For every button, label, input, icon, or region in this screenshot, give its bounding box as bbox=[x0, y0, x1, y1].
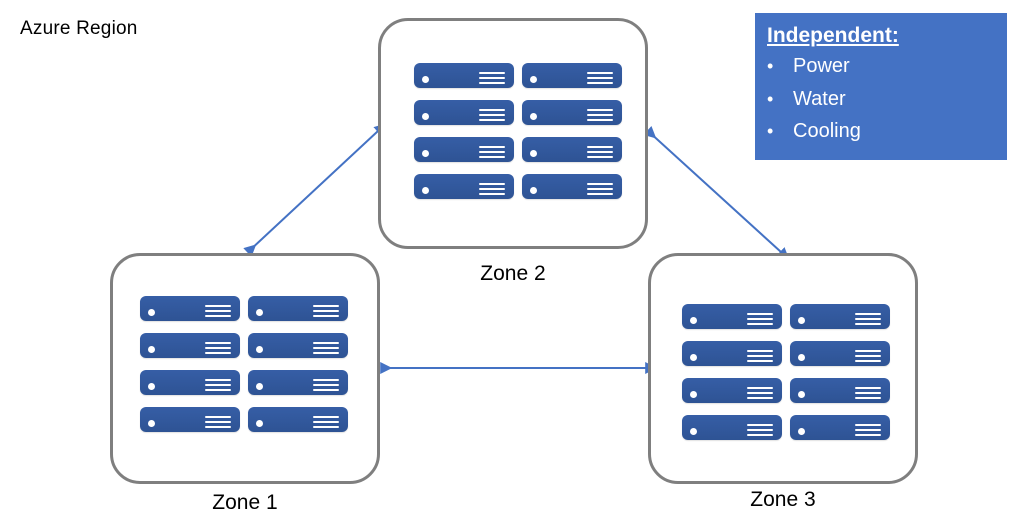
server-slots-icon bbox=[747, 313, 773, 325]
server-unit bbox=[790, 304, 890, 329]
zone-label-zone-2: Zone 2 bbox=[480, 262, 546, 285]
server-slots-icon bbox=[205, 305, 231, 317]
server-unit bbox=[414, 137, 514, 162]
server-slots-icon bbox=[313, 305, 339, 317]
server-unit bbox=[248, 370, 348, 395]
zone-container-zone-2[interactable] bbox=[378, 18, 648, 249]
server-slots-icon bbox=[205, 416, 231, 428]
server-unit bbox=[682, 378, 782, 403]
server-unit bbox=[414, 100, 514, 125]
server-status-dot-icon bbox=[798, 354, 805, 361]
server-slots-icon bbox=[855, 350, 881, 362]
legend-item-power: • Power bbox=[767, 50, 1007, 82]
connector-zone1-zone2 bbox=[243, 123, 387, 257]
server-status-dot-icon bbox=[798, 391, 805, 398]
legend-item-label: Water bbox=[793, 87, 846, 110]
independent-legend-box: Independent: • Power • Water • Cooling bbox=[755, 13, 1007, 160]
server-unit bbox=[522, 100, 622, 125]
legend-item-water: • Water bbox=[767, 83, 1007, 115]
server-status-dot-icon bbox=[148, 346, 155, 353]
page-title: Azure Region bbox=[20, 18, 138, 39]
server-slots-icon bbox=[205, 342, 231, 354]
server-slots-icon bbox=[747, 387, 773, 399]
legend-item-label: Cooling bbox=[793, 119, 861, 142]
server-status-dot-icon bbox=[690, 428, 697, 435]
server-status-dot-icon bbox=[530, 150, 537, 157]
server-status-dot-icon bbox=[798, 317, 805, 324]
server-slots-icon bbox=[587, 146, 613, 158]
server-unit bbox=[790, 378, 890, 403]
server-unit bbox=[248, 296, 348, 321]
server-status-dot-icon bbox=[690, 391, 697, 398]
legend-item-cooling: • Cooling bbox=[767, 115, 1007, 147]
server-slots-icon bbox=[479, 183, 505, 195]
server-unit bbox=[682, 341, 782, 366]
server-status-dot-icon bbox=[422, 150, 429, 157]
server-unit bbox=[522, 174, 622, 199]
legend-heading: Independent: bbox=[767, 24, 899, 47]
server-unit bbox=[414, 174, 514, 199]
server-status-dot-icon bbox=[256, 346, 263, 353]
server-unit bbox=[414, 63, 514, 88]
server-status-dot-icon bbox=[530, 76, 537, 83]
bullet-icon: • bbox=[767, 120, 774, 141]
server-slots-icon bbox=[747, 424, 773, 436]
server-status-dot-icon bbox=[530, 113, 537, 120]
server-slots-icon bbox=[587, 72, 613, 84]
legend-item-label: Power bbox=[793, 55, 850, 78]
server-slots-icon bbox=[855, 387, 881, 399]
server-slots-icon bbox=[313, 379, 339, 391]
server-status-dot-icon bbox=[530, 187, 537, 194]
server-slots-icon bbox=[313, 416, 339, 428]
server-slots-icon bbox=[313, 342, 339, 354]
server-slots-icon bbox=[855, 424, 881, 436]
server-unit bbox=[140, 407, 240, 432]
server-slots-icon bbox=[587, 183, 613, 195]
bullet-icon: • bbox=[767, 88, 774, 109]
server-unit bbox=[522, 137, 622, 162]
zone-label-zone-3: Zone 3 bbox=[750, 488, 816, 511]
server-slots-icon bbox=[747, 350, 773, 362]
server-status-dot-icon bbox=[256, 420, 263, 427]
zone-label-zone-1: Zone 1 bbox=[212, 491, 278, 514]
zone-container-zone-3[interactable] bbox=[648, 253, 918, 484]
server-grid-zone-3 bbox=[682, 304, 890, 440]
bullet-icon: • bbox=[767, 56, 774, 77]
server-unit bbox=[790, 415, 890, 440]
server-slots-icon bbox=[587, 109, 613, 121]
server-grid-zone-2 bbox=[414, 63, 622, 199]
server-status-dot-icon bbox=[148, 309, 155, 316]
server-slots-icon bbox=[855, 313, 881, 325]
zone-container-zone-1[interactable] bbox=[110, 253, 380, 484]
server-unit bbox=[248, 333, 348, 358]
server-unit bbox=[140, 296, 240, 321]
server-status-dot-icon bbox=[422, 76, 429, 83]
server-status-dot-icon bbox=[256, 383, 263, 390]
server-status-dot-icon bbox=[690, 317, 697, 324]
server-status-dot-icon bbox=[148, 420, 155, 427]
server-unit bbox=[140, 370, 240, 395]
server-unit bbox=[522, 63, 622, 88]
server-unit bbox=[790, 341, 890, 366]
server-status-dot-icon bbox=[422, 187, 429, 194]
server-status-dot-icon bbox=[148, 383, 155, 390]
server-status-dot-icon bbox=[256, 309, 263, 316]
server-status-dot-icon bbox=[422, 113, 429, 120]
server-unit bbox=[140, 333, 240, 358]
server-slots-icon bbox=[479, 146, 505, 158]
server-unit bbox=[682, 304, 782, 329]
server-slots-icon bbox=[205, 379, 231, 391]
server-status-dot-icon bbox=[690, 354, 697, 361]
server-slots-icon bbox=[479, 109, 505, 121]
server-unit bbox=[682, 415, 782, 440]
server-slots-icon bbox=[479, 72, 505, 84]
server-grid-zone-1 bbox=[140, 296, 348, 432]
server-unit bbox=[248, 407, 348, 432]
server-status-dot-icon bbox=[798, 428, 805, 435]
